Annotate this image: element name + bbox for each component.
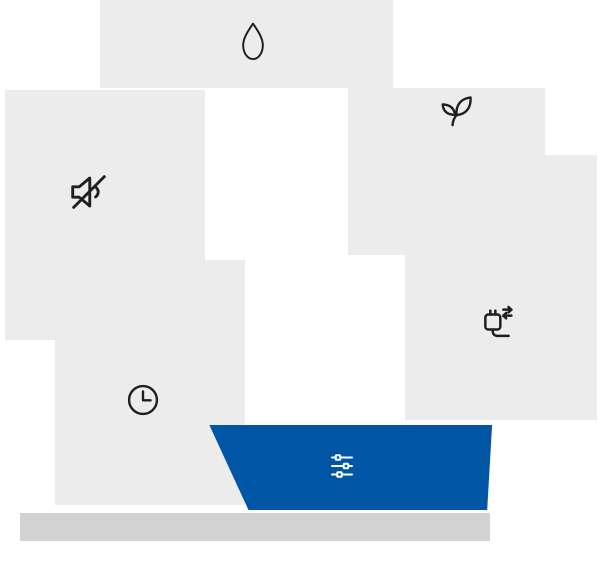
tile-transfer[interactable] xyxy=(405,155,597,420)
tile-water[interactable] xyxy=(100,0,393,88)
sliders-icon xyxy=(327,451,357,481)
plug-swap-icon xyxy=(477,302,517,342)
speaker-mute-icon xyxy=(66,169,112,215)
tile-timer[interactable] xyxy=(55,260,245,505)
tile-settings[interactable] xyxy=(209,425,493,510)
droplet-icon xyxy=(237,21,269,63)
clock-icon xyxy=(124,381,162,419)
leaf-icon xyxy=(437,93,475,131)
bottom-bar xyxy=(20,513,490,541)
